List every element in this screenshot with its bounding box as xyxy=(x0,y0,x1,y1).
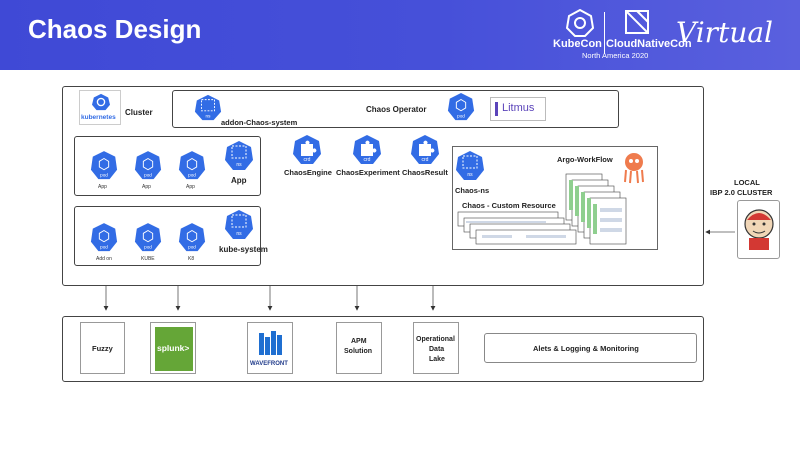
region-label: North America 2020 xyxy=(582,51,649,60)
alerts-logging-monitoring-box: Alets & Logging & Monitoring xyxy=(484,333,697,363)
cluster-label: Cluster xyxy=(125,108,153,117)
cloudnativecon-label: CloudNativeCon xyxy=(606,38,692,50)
app-pod-caption: App xyxy=(186,184,195,190)
kubernetes-logo-text: kubernetes xyxy=(81,114,116,121)
chaos-ns-icon: ns xyxy=(456,151,484,180)
app-namespace-icon: ns xyxy=(225,141,253,170)
wavefront-icon xyxy=(259,331,282,355)
local-label: LOCAL xyxy=(734,178,760,187)
kubernetes-logo: kubernetes xyxy=(79,90,121,125)
header-divider xyxy=(604,12,605,54)
jenkins-icon xyxy=(744,209,774,250)
svg-text:pod: pod xyxy=(100,172,108,177)
page-title: Chaos Design xyxy=(28,14,202,44)
splunk-label: splunk> xyxy=(157,343,190,353)
svg-text:pod: pod xyxy=(188,172,196,177)
kube-system-namespace-icon: ns xyxy=(225,210,253,239)
fuzzy-label: Fuzzy xyxy=(92,344,113,353)
custom-resource-card-stack xyxy=(457,211,577,245)
litmus-mark-icon xyxy=(495,102,498,116)
system-pod-icon: pod xyxy=(134,223,162,252)
lake-line3-label: Lake xyxy=(429,356,445,363)
svg-text:crd: crd xyxy=(304,157,311,163)
namespace-icon: ns xyxy=(194,94,222,121)
svg-text:pod: pod xyxy=(188,244,196,249)
app-pod-icon: pod xyxy=(134,151,162,180)
apm-box: APM Solution xyxy=(336,322,382,374)
addon-chaos-system-label: addon-Chaos-system xyxy=(221,118,298,127)
chaos-operator-box xyxy=(172,90,619,128)
svg-text:pod: pod xyxy=(457,113,465,118)
app-pod-caption: App xyxy=(98,184,107,190)
operator-pod-icon: pod xyxy=(447,93,475,121)
app-pod-icon: pod xyxy=(90,151,118,180)
argo-octopus-icon xyxy=(624,153,644,184)
svg-text:ns: ns xyxy=(236,162,242,168)
litmus-logo: Litmus xyxy=(490,97,546,121)
svg-text:ns: ns xyxy=(467,172,473,178)
svg-text:crd: crd xyxy=(422,157,429,163)
splunk-logo xyxy=(155,327,193,371)
crd-icon: crd xyxy=(411,135,439,164)
apm-label: APM xyxy=(351,338,367,345)
chaos-ns-label: Chaos-ns xyxy=(455,186,490,195)
header-banner xyxy=(0,0,800,70)
system-pod-caption: Add on xyxy=(96,256,112,262)
system-pod-caption: K8 xyxy=(188,256,195,262)
svg-text:pod: pod xyxy=(144,244,152,249)
svg-text:ns: ns xyxy=(206,113,212,118)
wavefront-label: WAVEFRONT xyxy=(250,361,288,367)
system-pod-caption: KUBE xyxy=(141,256,155,262)
crd-icon: crd xyxy=(293,135,321,164)
kube-system-label: kube-system xyxy=(219,245,268,254)
app-label: App xyxy=(231,176,247,185)
cncf-icon xyxy=(625,10,649,34)
lake-line1-label: Operational xyxy=(416,336,455,343)
kubecon-icon xyxy=(566,9,594,37)
chaos-result-label: ChaosResult xyxy=(402,168,448,177)
virtual-label: Virtual xyxy=(676,16,774,49)
fuzzy-box: Fuzzy xyxy=(80,322,125,374)
app-pod-icon: pod xyxy=(178,151,206,180)
kubernetes-icon xyxy=(92,93,110,111)
svg-text:pod: pod xyxy=(100,244,108,249)
crd-icon: crd xyxy=(353,135,381,164)
argo-workflow-label: Argo-WorkFlow xyxy=(557,155,613,164)
chaos-operator-title: Chaos Operator xyxy=(366,105,427,114)
system-pod-icon: pod xyxy=(90,223,118,252)
svg-text:ns: ns xyxy=(236,231,242,237)
kubecon-label: KubeCon xyxy=(553,38,602,50)
apm-solution-label: Solution xyxy=(344,348,372,355)
system-pod-icon: pod xyxy=(178,223,206,252)
litmus-label: Litmus xyxy=(502,102,535,114)
custom-resource-label: Chaos - Custom Resource xyxy=(462,201,556,210)
chaos-experiment-label: ChaosExperiment xyxy=(336,168,400,177)
svg-text:pod: pod xyxy=(144,172,152,177)
svg-text:crd: crd xyxy=(364,157,371,163)
data-lake-box: Operational Data Lake xyxy=(413,322,459,374)
wavefront-box: WAVEFRONT xyxy=(247,322,293,374)
app-pod-caption: App xyxy=(142,184,151,190)
chaos-engine-label: ChaosEngine xyxy=(284,168,332,177)
ibp-cluster-label: IBP 2.0 CLUSTER xyxy=(710,188,773,197)
workflow-card-stack xyxy=(565,173,627,245)
alerts-logging-monitoring-label: Alets & Logging & Monitoring xyxy=(533,344,639,353)
splunk-box: splunk> xyxy=(150,322,196,374)
lake-line2-label: Data xyxy=(429,346,445,353)
